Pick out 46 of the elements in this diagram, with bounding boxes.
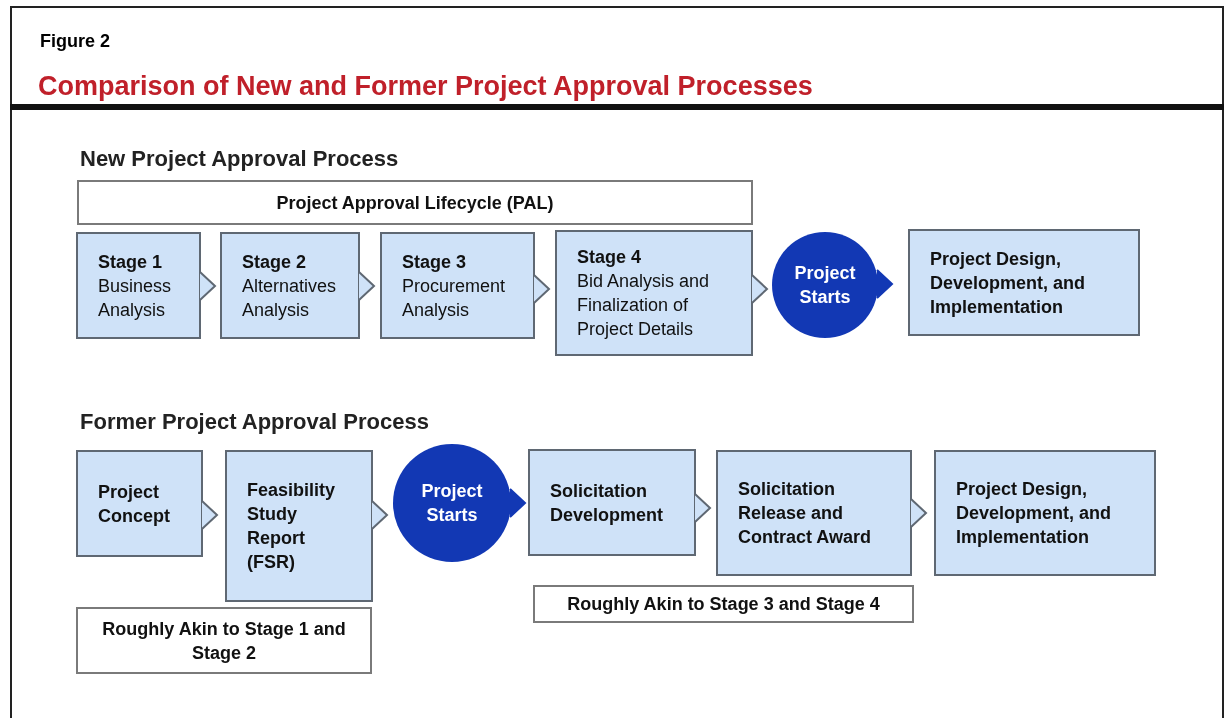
chevron-arrow — [533, 274, 551, 304]
note-box — [77, 180, 753, 225]
chevron-arrow — [201, 500, 219, 530]
step-heading: Stage 4 — [577, 246, 643, 269]
note-text: Project Approval Lifecycle (PAL) — [276, 191, 554, 215]
milestone-label: Project Starts — [420, 480, 484, 527]
chevron-arrow — [694, 493, 712, 523]
process-box — [76, 450, 203, 557]
step-label: Project Design, Development, and Implementation — [930, 247, 1087, 319]
process-box — [380, 232, 535, 339]
process-box — [934, 450, 1156, 576]
milestone-label: Project Starts — [793, 262, 857, 309]
note-box — [533, 585, 914, 623]
section-heading: Former Project Approval Process — [80, 408, 429, 436]
process-box — [528, 449, 696, 556]
chevron-arrow — [751, 274, 769, 304]
step-label: Project Concept — [98, 480, 171, 528]
process-box — [716, 450, 912, 576]
step-label: Procurement Analysis — [402, 274, 507, 322]
step-label: Feasibility Study Report (FSR) — [247, 479, 337, 574]
step-label: Bid Analysis and Finalization of Project Details — [577, 270, 711, 341]
step-heading: Stage 3 — [402, 250, 468, 274]
chevron-arrow — [358, 271, 376, 301]
note-box — [76, 607, 372, 674]
note-text: Roughly Akin to Stage 1 and Stage 2 — [101, 617, 347, 665]
chevron-arrow — [199, 271, 217, 301]
process-box — [76, 232, 201, 339]
process-box — [225, 450, 373, 602]
chevron-arrow — [371, 500, 389, 530]
note-text: Roughly Akin to Stage 3 and Stage 4 — [567, 593, 880, 616]
section-heading: New Project Approval Process — [80, 145, 399, 173]
process-box — [220, 232, 360, 339]
chevron-arrow — [910, 498, 928, 528]
step-heading: Stage 2 — [242, 250, 308, 274]
chevron-arrow — [876, 269, 894, 299]
step-label: Solicitation Development — [550, 479, 665, 527]
step-heading: Stage 1 — [98, 250, 164, 274]
process-box — [908, 229, 1140, 336]
step-label: Business Analysis — [98, 274, 173, 322]
figure-number: Figure 2 — [40, 30, 110, 53]
chevron-arrow — [509, 488, 527, 518]
step-label: Project Design, Development, and Implementation — [956, 478, 1113, 549]
step-label: Alternatives Analysis — [242, 274, 338, 322]
process-box — [555, 230, 753, 356]
step-label: Solicitation Release and Contract Award — [738, 478, 873, 549]
figure-title: Comparison of New and Former Project Approval Processes — [38, 70, 813, 103]
